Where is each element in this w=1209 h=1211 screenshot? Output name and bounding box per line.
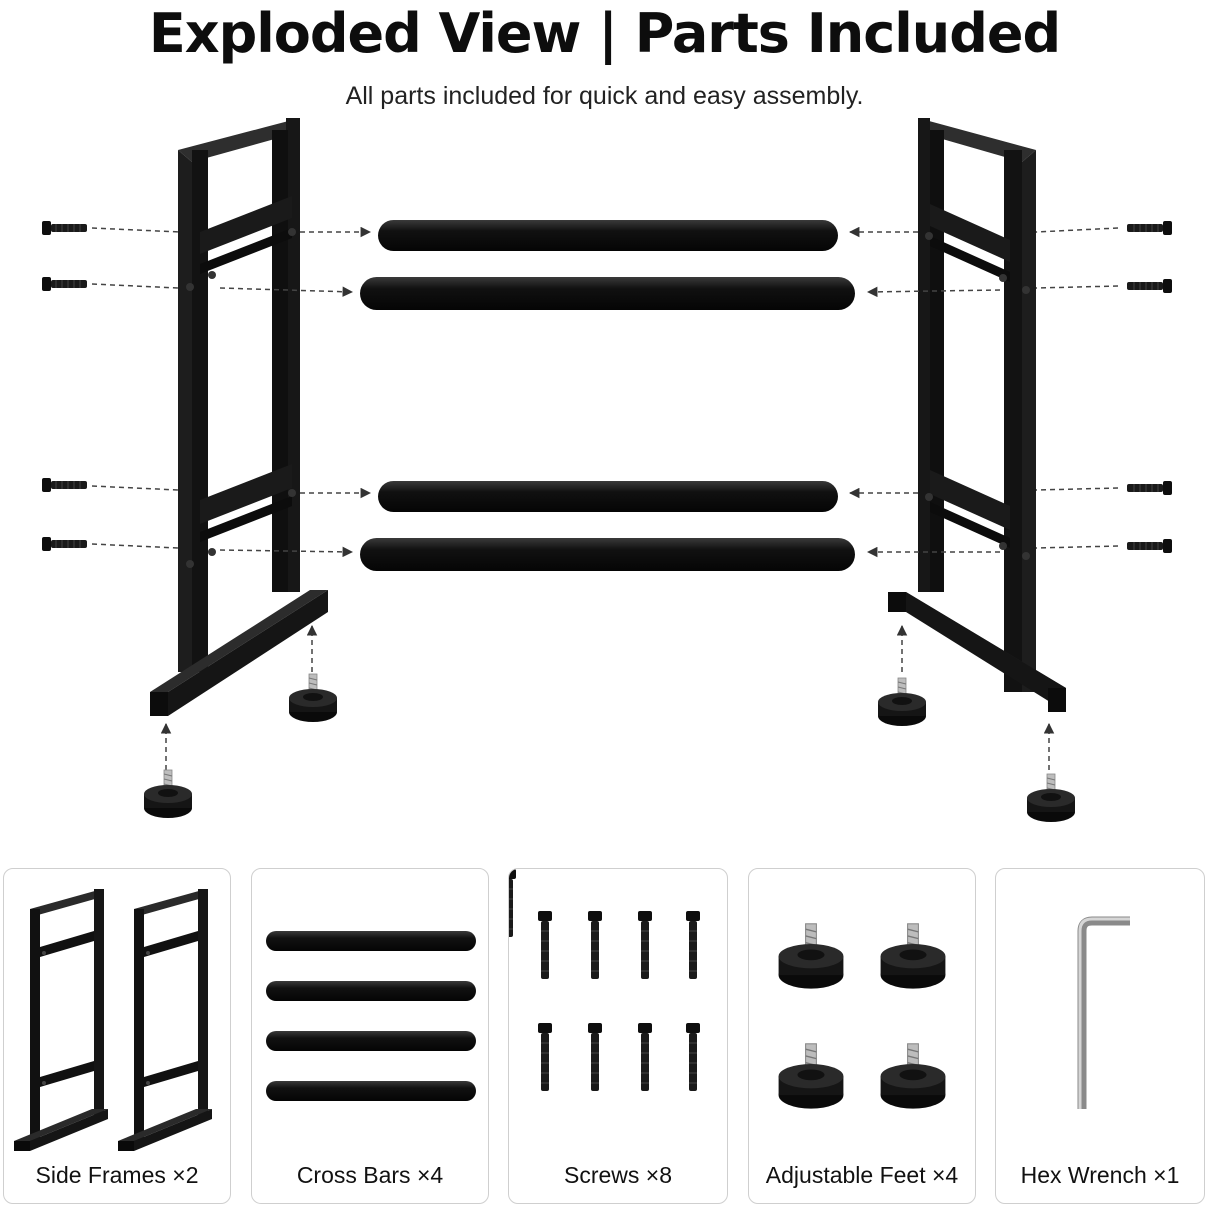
part-label-screws: Screws ×8 <box>563 1162 672 1188</box>
adjustable-foot-icon <box>777 923 947 1110</box>
part-card-hex-wrench: Hex Wrench ×1 <box>995 868 1205 1204</box>
hex-wrench-icon <box>1077 916 1130 1109</box>
screws-right <box>1126 220 1173 554</box>
cross-bar <box>360 277 855 310</box>
assembly-guide-lines <box>91 226 1119 770</box>
cross-bar-icon <box>266 931 476 1101</box>
screws-left <box>41 220 88 552</box>
cross-bar <box>378 220 838 251</box>
adjustable-feet-group <box>143 673 1076 823</box>
part-card-side-frames: Side Frames ×2 <box>3 868 231 1204</box>
cross-bars-group <box>360 220 855 571</box>
page-subtitle: All parts included for quick and easy as… <box>345 82 864 110</box>
screw-icon <box>509 869 701 1092</box>
part-label-cross-bars: Cross Bars ×4 <box>296 1162 444 1188</box>
part-card-screws: Screws ×8 <box>508 868 728 1204</box>
part-label-adjustable-feet: Adjustable Feet ×4 <box>765 1162 959 1188</box>
part-label-side-frames: Side Frames ×2 <box>35 1162 199 1188</box>
part-card-cross-bars: Cross Bars ×4 <box>251 868 489 1204</box>
side-frame-icon <box>14 889 212 1151</box>
right-side-frame <box>888 118 1066 712</box>
exploded-view-diagram <box>41 118 1173 823</box>
part-card-adjustable-feet: Adjustable Feet ×4 <box>748 868 976 1204</box>
part-label-hex-wrench: Hex Wrench ×1 <box>1020 1162 1180 1188</box>
page-title: Exploded View | Parts Included <box>148 2 1061 65</box>
left-side-frame <box>150 118 328 716</box>
cross-bar <box>360 538 855 571</box>
cross-bar <box>378 481 838 512</box>
